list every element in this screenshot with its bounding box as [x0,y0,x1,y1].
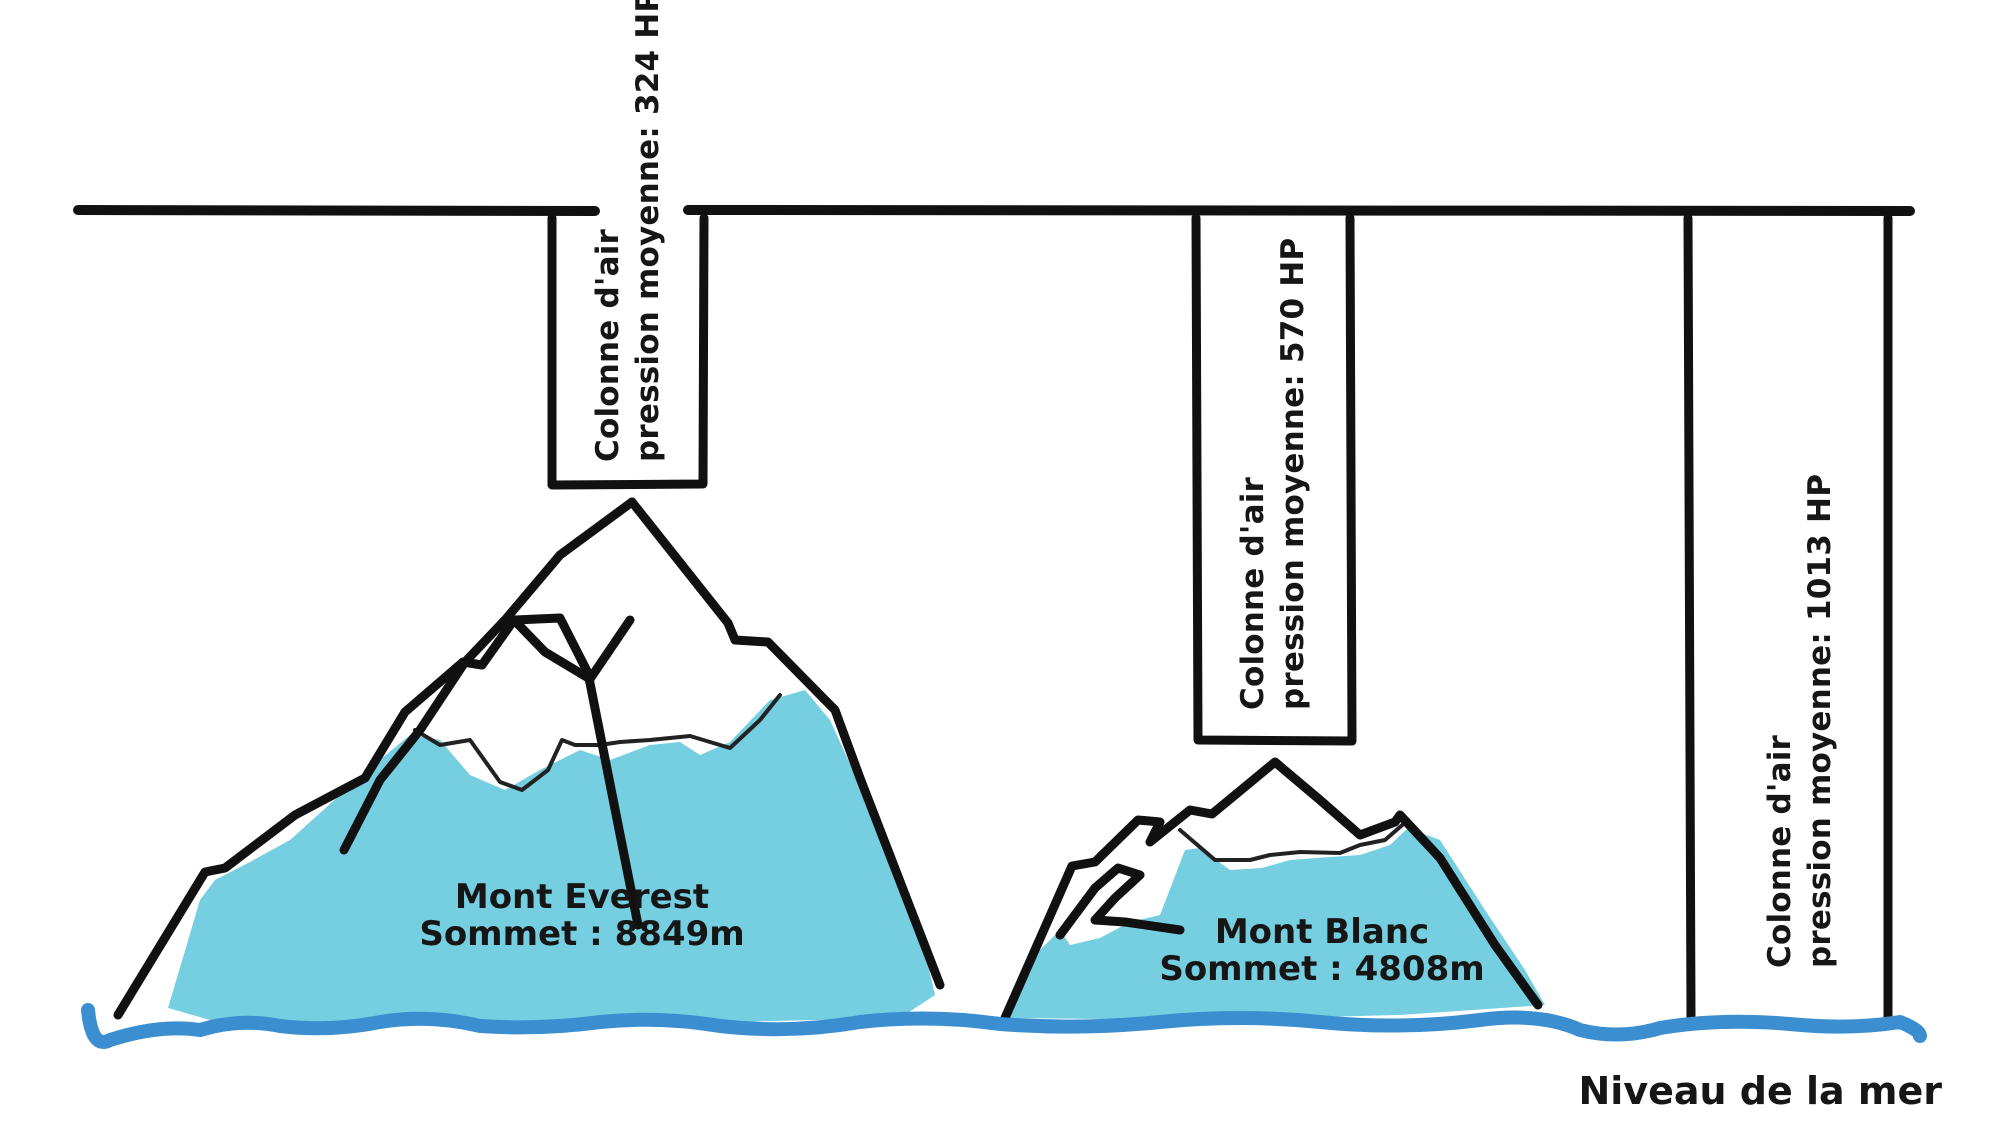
air-column-everest-label-line2: pression moyenne: 324 HP [630,0,666,462]
mountain-everest-ridge [510,497,945,990]
mountain-mont-blanc-name: Mont Blanc [1215,912,1429,952]
air-column-mont-blanc-label-line1: Colonne d'air [1235,476,1271,710]
air-column-sea-level-label-line2: pression moyenne: 1013 HP [1802,474,1838,968]
mountain-everest: Mont Everest Sommet : 8849m [113,497,945,1025]
air-column-sea-level: Colonne d'air pression moyenne: 1013 HP [1683,213,1893,1027]
sea-level-line [81,1003,1927,1049]
air-column-sea-level-label-line1: Colonne d'air [1762,734,1798,968]
mountain-mont-blanc-outline [1000,757,1543,1023]
atmosphere-top-line [73,205,1915,216]
mountain-mont-blanc-snow-edge [1178,818,1410,862]
mountain-everest-fill [168,690,935,1025]
mountain-mont-blanc: Mont Blanc Sommet : 4808m [1000,757,1545,1023]
mountain-everest-name: Mont Everest [455,877,709,917]
air-column-everest: Colonne d'air pression moyenne: 324 HP [547,0,709,490]
air-column-mont-blanc-label-line2: pression moyenne: 570 HP [1275,238,1311,710]
mountain-mont-blanc-summit: Sommet : 4808m [1159,949,1484,989]
sea-level-label: Niveau de la mer [1578,1069,1942,1113]
air-column-mont-blanc: Colonne d'air pression moyenne: 570 HP [1191,213,1357,746]
mountain-everest-inner-ridge [339,497,637,855]
mountain-mont-blanc-fill [1005,828,1545,1020]
air-column-everest-label-line1: Colonne d'air [590,228,626,462]
mountain-everest-outline [113,615,635,1020]
mountain-everest-summit: Sommet : 8849m [419,914,744,954]
mountain-everest-snow-edge [413,693,782,792]
mountain-mont-blanc-inner-ridge [1055,863,1185,940]
